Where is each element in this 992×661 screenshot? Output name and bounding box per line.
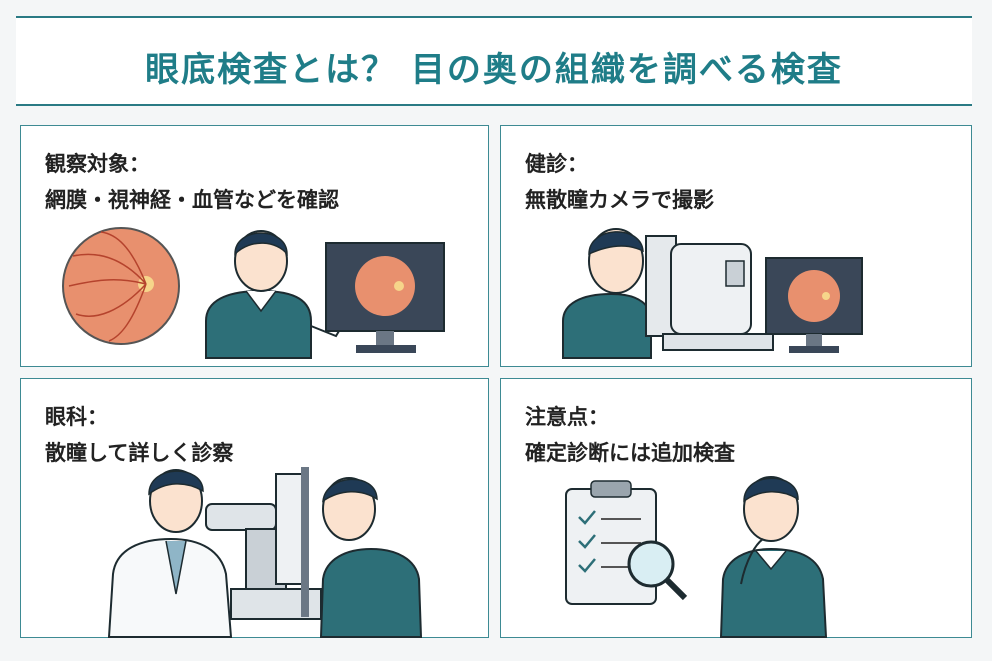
panel-body: 確定診断には追加検査: [525, 441, 735, 465]
person-icon: [562, 228, 652, 359]
panel-heading: 眼科：: [45, 405, 108, 429]
title-banner: 眼底検査とは？ 目の奥の組織を調べる検査: [16, 16, 972, 106]
panel-body: 無散瞳カメラで撮影: [525, 188, 714, 212]
panel-text: 健診： 無散瞳カメラで撮影: [525, 146, 714, 218]
doctor-icon: [107, 469, 233, 638]
retina-image-icon: [62, 227, 180, 345]
panel-body: 網膜・視神経・血管などを確認: [45, 188, 339, 212]
page-title: 眼底検査とは？ 目の奥の組織を調べる検査: [145, 50, 843, 90]
panel-text: 観察対象： 網膜・視神経・血管などを確認: [45, 146, 339, 218]
panel-ophthalmology: 眼科： 散瞳して詳しく診察: [20, 378, 489, 638]
person-icon: [319, 477, 423, 638]
slit-lamp-icon: [205, 467, 322, 620]
ophthalmology-illustration: [107, 467, 423, 638]
fundus-camera-icon: [645, 235, 774, 351]
panel-text: 眼科： 散瞳して詳しく診察: [45, 399, 233, 471]
observation-illustration: [62, 227, 445, 359]
magnifier-icon: [627, 540, 688, 601]
panel-body: 散瞳して詳しく診察: [45, 441, 234, 465]
monitor-icon: [325, 242, 445, 353]
checkup-illustration: [562, 228, 863, 359]
panel-caution: 注意点： 確定診断には追加検査: [500, 378, 972, 638]
monitor-icon: [765, 257, 863, 353]
person-icon: [205, 230, 363, 359]
panel-observation: 観察対象： 網膜・視神経・血管などを確認: [20, 125, 489, 367]
caution-illustration: [565, 476, 828, 638]
panel-heading: 注意点：: [525, 405, 609, 429]
person-icon: [719, 476, 828, 638]
panel-heading: 健診：: [525, 152, 588, 176]
panel-text: 注意点： 確定診断には追加検査: [525, 399, 735, 471]
panel-checkup: 健診： 無散瞳カメラで撮影: [500, 125, 972, 367]
panel-heading: 観察対象：: [45, 152, 150, 176]
